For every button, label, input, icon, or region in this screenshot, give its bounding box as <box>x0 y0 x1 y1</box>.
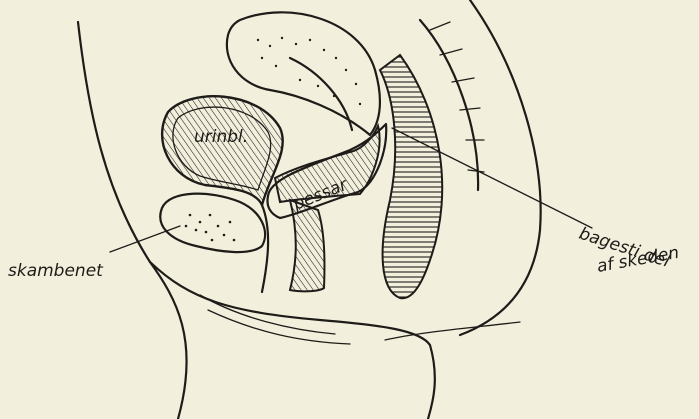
bladder <box>162 96 283 205</box>
uterus-stipple <box>257 37 361 105</box>
pubic-bone-label: skambenet <box>8 261 104 281</box>
uterine-canal <box>290 58 352 130</box>
rectum <box>380 55 442 298</box>
perineum-lines <box>200 295 520 344</box>
pubic-bone-stipple <box>185 214 236 242</box>
pubic-bone <box>160 194 265 252</box>
bladder-label: urinbl. <box>194 127 248 147</box>
anterior-vaginal-wall <box>262 205 268 292</box>
pubic-bone-leader <box>110 226 180 252</box>
abdominal-wall-outline <box>78 22 187 419</box>
